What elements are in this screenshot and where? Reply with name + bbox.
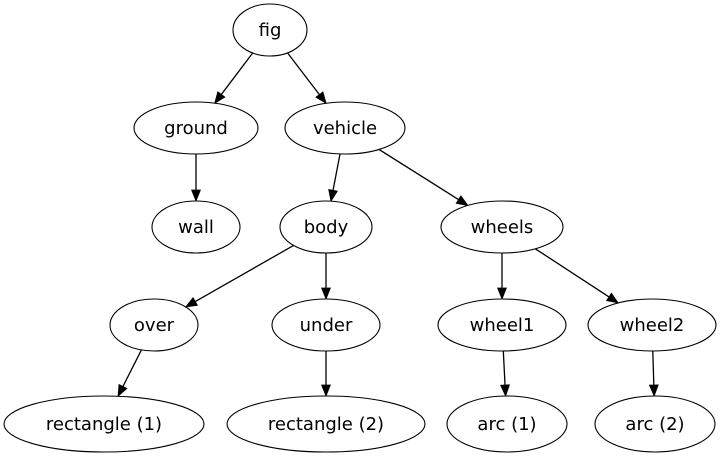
- arrowhead-icon: [315, 91, 327, 105]
- node-label-wheels: wheels: [471, 217, 534, 238]
- edge-wheels-to-wheel2: [534, 248, 620, 304]
- edges-layer: [117, 52, 659, 398]
- arrowhead-icon: [321, 384, 331, 398]
- node-shape-wall[interactable]: [151, 200, 241, 254]
- node-arc2[interactable]: arc (2): [594, 395, 716, 453]
- node-over[interactable]: over: [109, 298, 199, 352]
- node-shape-ground[interactable]: [133, 101, 259, 155]
- arrowhead-icon: [500, 384, 510, 398]
- arrowhead-icon: [455, 195, 469, 207]
- edge-fig-to-ground: [214, 52, 254, 105]
- edge-ground-to-wall: [191, 154, 201, 203]
- edge-body-to-under: [321, 253, 331, 301]
- edge-wheel2-to-arc2: [648, 350, 659, 398]
- edge-wheel1-to-arc1: [500, 350, 510, 398]
- edge-body-to-over: [184, 244, 294, 308]
- node-wheels[interactable]: wheels: [440, 200, 564, 254]
- node-label-over: over: [134, 315, 175, 336]
- arrowhead-icon: [321, 287, 331, 301]
- node-label-arc2: arc (2): [625, 414, 684, 435]
- node-wall[interactable]: wall: [151, 200, 241, 254]
- node-rectangle1[interactable]: rectangle (1): [3, 395, 205, 453]
- node-ground[interactable]: ground: [133, 101, 259, 155]
- node-shape-wheels[interactable]: [440, 200, 564, 254]
- node-shape-rectangle2[interactable]: [226, 395, 426, 453]
- node-shape-body[interactable]: [279, 200, 373, 254]
- node-label-arc1: arc (1): [477, 414, 536, 435]
- arrowhead-icon: [191, 189, 201, 203]
- node-label-ground: ground: [164, 118, 228, 139]
- arrowhead-icon: [214, 91, 226, 105]
- node-vehicle[interactable]: vehicle: [284, 101, 406, 155]
- node-wheel2[interactable]: wheel2: [587, 298, 717, 352]
- node-label-wall: wall: [178, 217, 214, 238]
- node-shape-fig[interactable]: [232, 3, 308, 57]
- node-rectangle2[interactable]: rectangle (2): [226, 395, 426, 453]
- node-label-body: body: [304, 217, 349, 238]
- arrowhead-icon: [648, 384, 659, 398]
- node-body[interactable]: body: [279, 200, 373, 254]
- node-label-rectangle2: rectangle (2): [268, 414, 384, 435]
- arrowhead-icon: [497, 287, 507, 301]
- node-shape-under[interactable]: [271, 298, 381, 352]
- node-shape-over[interactable]: [109, 298, 199, 352]
- node-shape-vehicle[interactable]: [284, 101, 406, 155]
- node-under[interactable]: under: [271, 298, 381, 352]
- arrowhead-icon: [328, 189, 339, 203]
- node-label-wheel2: wheel2: [620, 315, 685, 336]
- arrowhead-icon: [184, 296, 199, 308]
- arrowhead-icon: [117, 383, 128, 398]
- edge-fig-to-vehicle: [287, 52, 327, 105]
- node-fig[interactable]: fig: [232, 3, 308, 57]
- node-shape-wheel1[interactable]: [437, 298, 567, 352]
- node-label-vehicle: vehicle: [313, 118, 377, 139]
- edge-over-to-rectangle1: [117, 349, 143, 398]
- edge-vehicle-to-wheels: [378, 148, 469, 207]
- node-arc1[interactable]: arc (1): [446, 395, 568, 453]
- node-shape-wheel2[interactable]: [587, 298, 717, 352]
- node-wheel1[interactable]: wheel1: [437, 298, 567, 352]
- node-shape-arc2[interactable]: [594, 395, 716, 453]
- node-shape-arc1[interactable]: [446, 395, 568, 453]
- node-label-fig: fig: [259, 20, 282, 41]
- node-label-rectangle1: rectangle (1): [46, 414, 162, 435]
- arrowhead-icon: [605, 292, 620, 304]
- edge-under-to-rectangle2: [321, 351, 331, 398]
- nodes-layer: fig ground vehicle wall body wheels over under w…: [3, 3, 717, 453]
- node-shape-rectangle1[interactable]: [3, 395, 205, 453]
- node-label-under: under: [300, 315, 353, 336]
- node-label-wheel1: wheel1: [470, 315, 535, 336]
- edge-wheels-to-wheel1: [497, 253, 507, 301]
- edge-vehicle-to-body: [328, 153, 341, 203]
